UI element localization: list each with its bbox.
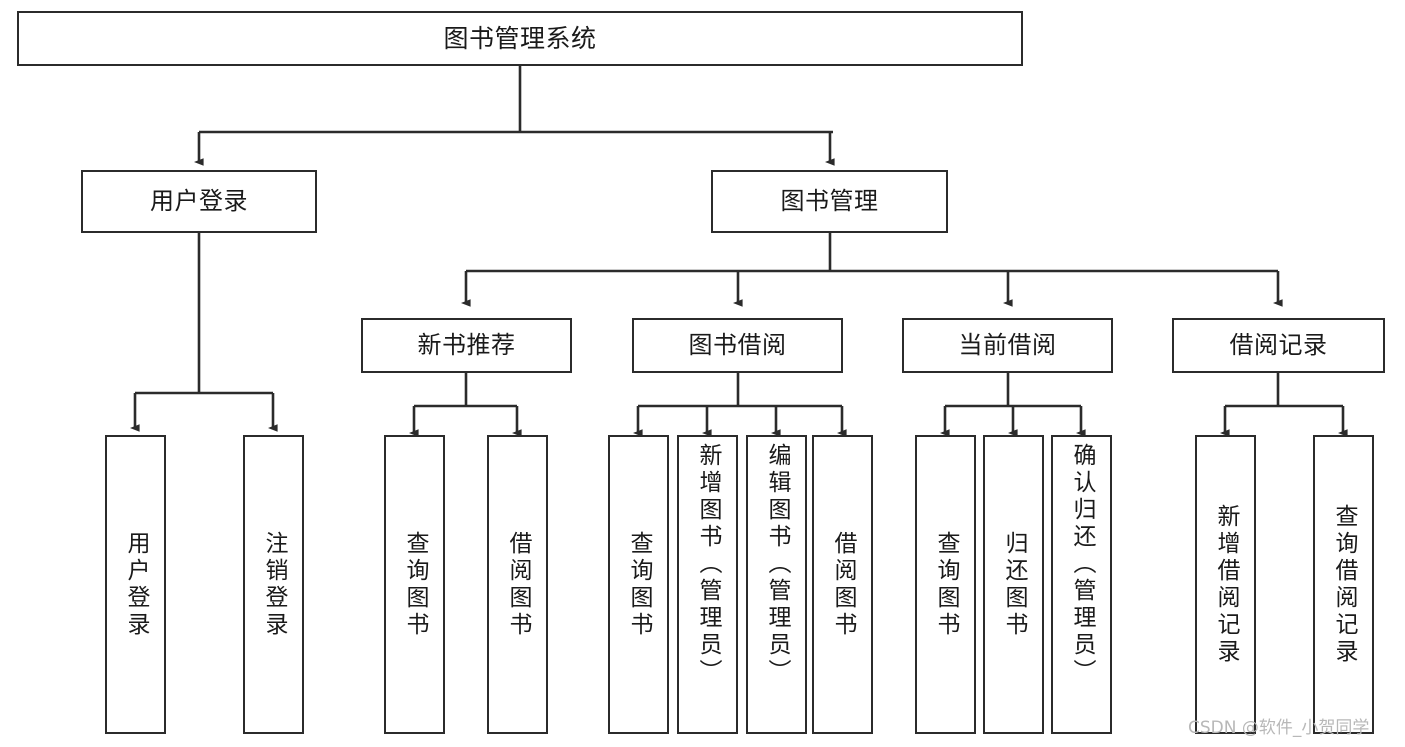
node-label: 借阅图书 [505, 530, 531, 639]
leaf-add-book-admin[interactable]: 新增图书（管理员） [677, 435, 738, 734]
node-label: 确认归还（管理员） [1069, 443, 1095, 686]
leaf-borrow-book[interactable]: 借阅图书 [812, 435, 873, 734]
node-label: 查询借阅记录 [1331, 503, 1357, 666]
node-label: 图书管理 [780, 187, 879, 216]
csdn-watermark: CSDN @软件_小贺同学 [1188, 718, 1370, 738]
node-root-system[interactable]: 图书管理系统 [17, 11, 1023, 66]
node-borrow-record[interactable]: 借阅记录 [1172, 318, 1385, 373]
node-label: 注销登录 [261, 530, 287, 639]
leaf-logout-login[interactable]: 注销登录 [243, 435, 304, 734]
node-label: 借阅记录 [1229, 331, 1328, 360]
node-label: 用户登录 [123, 530, 149, 639]
leaf-return-book[interactable]: 归还图书 [983, 435, 1044, 734]
leaf-add-borrow-record[interactable]: 新增借阅记录 [1195, 435, 1256, 734]
leaf-query-borrow-record[interactable]: 查询借阅记录 [1313, 435, 1374, 734]
node-book-borrow[interactable]: 图书借阅 [632, 318, 843, 373]
node-book-manage[interactable]: 图书管理 [711, 170, 948, 233]
leaf-borrow-book-recommend[interactable]: 借阅图书 [487, 435, 548, 734]
node-label: 查询图书 [626, 530, 652, 639]
node-label: 新书推荐 [417, 331, 516, 360]
node-label: 当前借阅 [958, 331, 1057, 360]
node-user-login[interactable]: 用户登录 [81, 170, 317, 233]
leaf-query-book-current[interactable]: 查询图书 [915, 435, 976, 734]
leaf-user-login[interactable]: 用户登录 [105, 435, 166, 734]
node-label: 图书借阅 [688, 331, 787, 360]
node-new-book-recommend[interactable]: 新书推荐 [361, 318, 572, 373]
leaf-confirm-return-admin[interactable]: 确认归还（管理员） [1051, 435, 1112, 734]
node-label: 归还图书 [1001, 530, 1027, 639]
node-label: 用户登录 [150, 187, 248, 216]
leaf-edit-book-admin[interactable]: 编辑图书（管理员） [746, 435, 807, 734]
node-label: 借阅图书 [830, 530, 856, 639]
leaf-query-book-borrow[interactable]: 查询图书 [608, 435, 669, 734]
node-label: 新增图书（管理员） [695, 443, 721, 686]
node-label: 查询图书 [933, 530, 959, 639]
node-label: 新增借阅记录 [1213, 503, 1239, 666]
node-label: 图书管理系统 [443, 23, 597, 53]
node-label: 查询图书 [402, 530, 428, 639]
node-label: 编辑图书（管理员） [764, 443, 790, 686]
node-current-borrow[interactable]: 当前借阅 [902, 318, 1113, 373]
leaf-query-book-recommend[interactable]: 查询图书 [384, 435, 445, 734]
